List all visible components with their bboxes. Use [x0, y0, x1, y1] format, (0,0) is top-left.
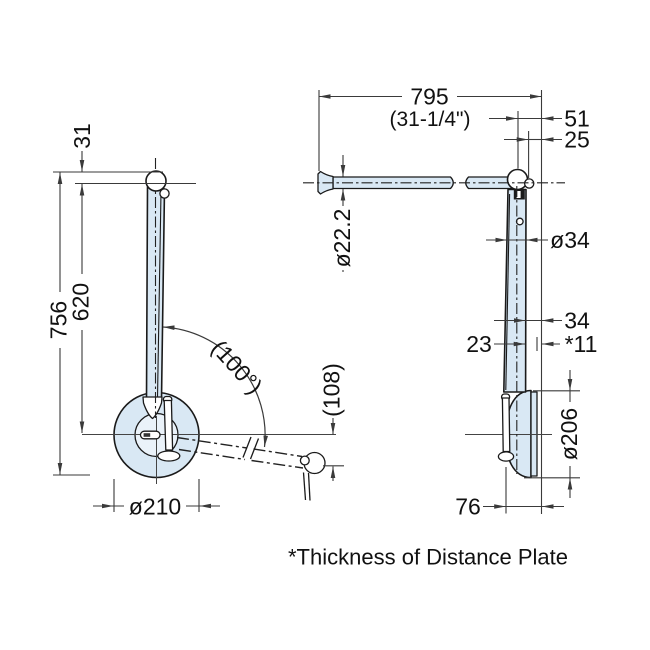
- dim-31: 31: [69, 123, 95, 149]
- pivot-pin-front: [159, 188, 170, 199]
- dim-23: 23: [466, 331, 492, 357]
- base-slot-key: [143, 433, 151, 437]
- dim-plate-thickness: *11: [565, 331, 598, 357]
- pivot-pin-side: [523, 178, 535, 189]
- dim-620: 620: [68, 283, 94, 321]
- dim-arm-width: ø34: [550, 227, 590, 253]
- dim-76: 76: [455, 494, 481, 520]
- dim-rail-diameter: ø22.2: [329, 209, 355, 268]
- lowered-arm-phantom: [176, 436, 326, 501]
- front-view: [82, 158, 336, 501]
- dim-756: 756: [46, 301, 72, 339]
- dim-base-plate-diameter: ø206: [556, 408, 582, 460]
- dim-108: (108): [319, 363, 345, 417]
- dim-34: 34: [564, 308, 590, 334]
- side-view: [303, 90, 565, 514]
- arm-hole: [515, 217, 524, 226]
- hang-rail-segment-2: [465, 176, 517, 190]
- lift-arm-side-inner-edge: [505, 193, 511, 391]
- ball-joint-side: [506, 168, 529, 191]
- ball-joint-front: [145, 170, 167, 192]
- lowered-pivot-pin: [299, 455, 310, 466]
- dim-795: 795: [410, 84, 448, 110]
- dim-swing-angle: (100°): [206, 335, 267, 399]
- front-view-dimensions: [53, 151, 344, 512]
- arm-clamp-slot: [516, 191, 521, 198]
- lift-arm-inner-edge: [156, 191, 162, 399]
- arm-tip: [142, 396, 163, 420]
- dim-25: 25: [564, 127, 590, 153]
- handle-rod-side: [497, 393, 515, 462]
- dim-base-diameter: ø210: [129, 494, 181, 520]
- base-slot: [139, 430, 161, 440]
- side-view-dimensions: [318, 90, 580, 514]
- footnote-thickness: *Thickness of Distance Plate: [288, 545, 568, 570]
- dim-51: 51: [564, 106, 590, 132]
- hang-rail-segment-1: [332, 176, 454, 190]
- dim-arc-100: [162, 325, 269, 448]
- dim-795-inches: (31-1/4"): [390, 108, 471, 131]
